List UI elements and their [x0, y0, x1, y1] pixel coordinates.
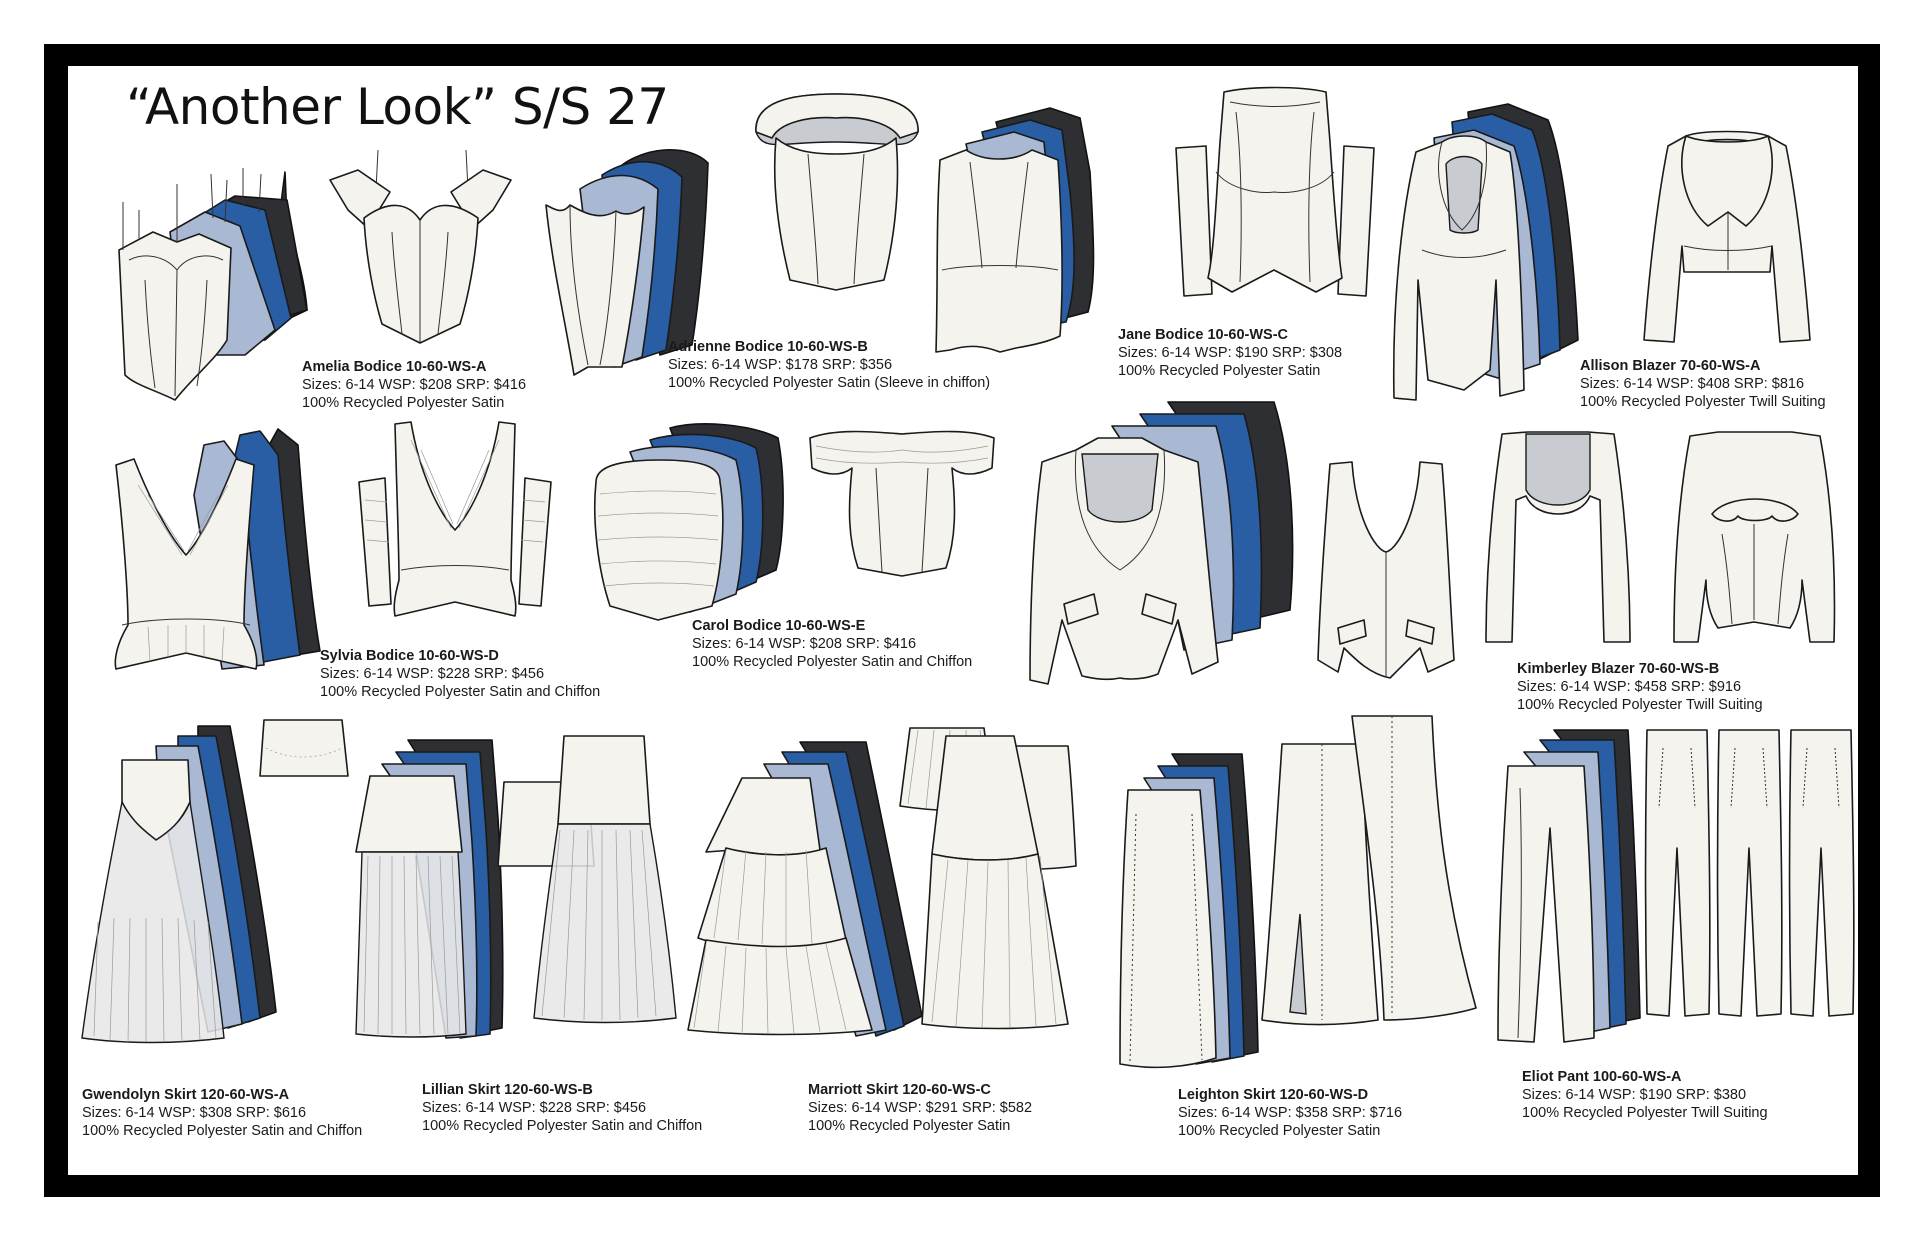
gwendolyn-skirt-colorways [81, 725, 277, 1044]
gwendolyn-mini-skirt [259, 719, 349, 777]
adrienne-bodice-colorways [545, 148, 709, 376]
marriott-skirt-colorways [687, 741, 923, 1037]
kimberley-blazer-front [1673, 431, 1836, 643]
eliot-pant-colorways [1497, 729, 1641, 1043]
collection-title: “Another Look” S/S 27 [126, 78, 669, 136]
jane-bodice-colorways [935, 107, 1095, 353]
leighton-skirt-colorways [1119, 753, 1259, 1069]
amelia-bodice-colorways [118, 168, 308, 401]
sylvia-bodice-front [358, 421, 552, 617]
vest-front [1317, 461, 1455, 679]
sylvia-bodice-colorways [114, 428, 321, 670]
adrienne-bodice-front [755, 93, 919, 291]
lillian-skirt-front [533, 735, 677, 1024]
jane-bodice-front [1175, 86, 1375, 297]
allison-blazer-front [1643, 130, 1811, 343]
marriott-skirt-front [921, 735, 1069, 1030]
vest-colorways [1029, 401, 1294, 685]
amelia-bodice-front [329, 149, 512, 344]
kimberley-blazer-back [1485, 431, 1631, 643]
carol-bodice-colorways [594, 423, 784, 621]
allison-blazer-colorways [1392, 103, 1579, 401]
eliot-pant-front-views [1644, 729, 1855, 1017]
lillian-skirt-colorways [355, 739, 504, 1039]
leighton-skirt-front [1261, 715, 1477, 1026]
carol-bodice-front [809, 430, 995, 577]
